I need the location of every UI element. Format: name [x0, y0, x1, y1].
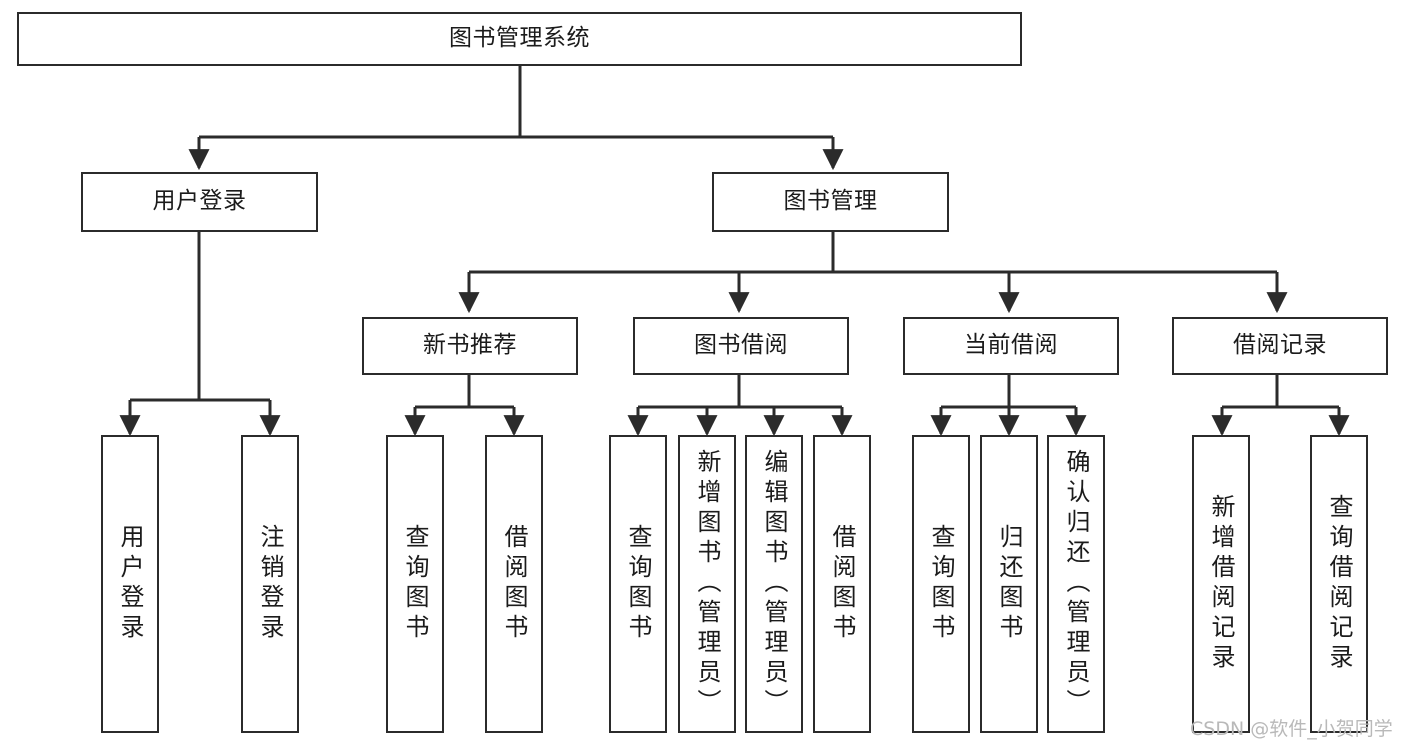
node-label: 确认归还（管理员）	[1062, 449, 1090, 719]
leaf-borrow-book-recommend[interactable]: 借阅图书	[485, 435, 543, 733]
leaf-add-book-admin[interactable]: 新增图书（管理员）	[678, 435, 736, 733]
node-label: 用户登录	[152, 188, 247, 215]
node-label: 归还图书	[995, 524, 1023, 644]
leaf-borrow-book[interactable]: 借阅图书	[813, 435, 871, 733]
node-label: 用户登录	[116, 524, 144, 644]
watermark-csdn: CSDN @软件_小贺同学	[1190, 718, 1393, 740]
node-label: 新书推荐	[423, 332, 517, 359]
node-label: 借阅记录	[1233, 332, 1327, 359]
node-book-management[interactable]: 图书管理	[712, 172, 949, 232]
leaf-query-borrow-record[interactable]: 查询借阅记录	[1310, 435, 1368, 733]
node-label: 借阅图书	[828, 524, 856, 644]
node-label: 当前借阅	[964, 332, 1058, 359]
node-label: 图书管理	[783, 188, 878, 215]
leaf-edit-book-admin[interactable]: 编辑图书（管理员）	[745, 435, 803, 733]
leaf-logout[interactable]: 注销登录	[241, 435, 299, 733]
node-label: 图书管理系统	[449, 25, 590, 52]
leaf-query-book-current[interactable]: 查询图书	[912, 435, 970, 733]
node-label: 查询图书	[624, 524, 652, 644]
node-label: 查询图书	[401, 524, 429, 644]
leaf-query-book-recommend[interactable]: 查询图书	[386, 435, 444, 733]
leaf-query-book-borrow[interactable]: 查询图书	[609, 435, 667, 733]
node-current-borrow[interactable]: 当前借阅	[903, 317, 1119, 375]
node-label: 编辑图书（管理员）	[760, 449, 788, 719]
node-label: 新增图书（管理员）	[693, 449, 721, 719]
node-new-book-recommend[interactable]: 新书推荐	[362, 317, 578, 375]
node-label: 新增借阅记录	[1207, 494, 1235, 674]
node-label: 查询借阅记录	[1325, 494, 1353, 674]
node-user-login[interactable]: 用户登录	[81, 172, 318, 232]
node-label: 注销登录	[256, 524, 284, 644]
node-borrow-records[interactable]: 借阅记录	[1172, 317, 1388, 375]
node-label: 借阅图书	[500, 524, 528, 644]
node-label: 图书借阅	[694, 332, 788, 359]
leaf-return-book[interactable]: 归还图书	[980, 435, 1038, 733]
leaf-user-login[interactable]: 用户登录	[101, 435, 159, 733]
node-label: 查询图书	[927, 524, 955, 644]
leaf-confirm-return-admin[interactable]: 确认归还（管理员）	[1047, 435, 1105, 733]
node-root-system[interactable]: 图书管理系统	[17, 12, 1022, 66]
node-book-borrow[interactable]: 图书借阅	[633, 317, 849, 375]
leaf-add-borrow-record[interactable]: 新增借阅记录	[1192, 435, 1250, 733]
